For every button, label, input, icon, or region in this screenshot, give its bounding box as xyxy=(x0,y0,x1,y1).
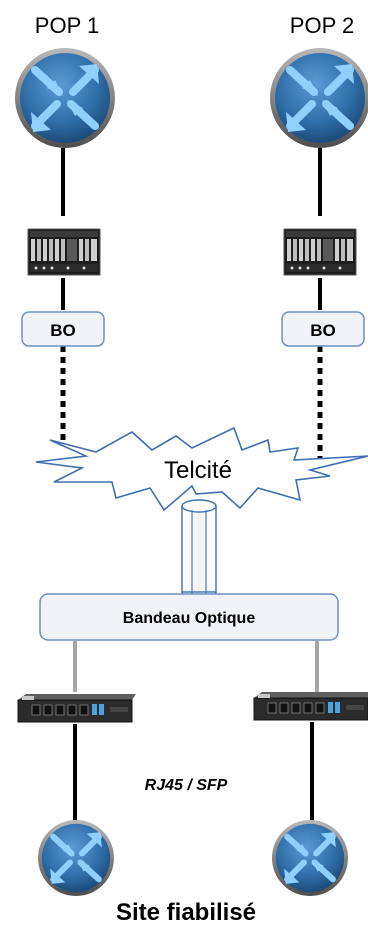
pop-2-router-icon xyxy=(270,48,368,148)
site-router-right-icon xyxy=(272,820,348,896)
pop-1-bo-box: BO xyxy=(21,311,105,347)
telcite-cloud-icon: Telcité xyxy=(35,426,368,512)
site-router-left-icon xyxy=(38,820,114,896)
pop-2-bo-label: BO xyxy=(310,321,336,340)
pop-1-chassis-icon xyxy=(27,228,101,276)
pop-1-label: POP 1 xyxy=(35,13,99,38)
fibre-cable-icon xyxy=(181,499,217,599)
left-cpe-switch-icon xyxy=(17,693,137,723)
pop-1-bo-label: BO xyxy=(50,321,76,340)
right-cpe-switch-icon xyxy=(253,691,368,721)
pop-2-bo-box: BO xyxy=(281,311,365,347)
bandeau-optique-panel: Bandeau Optique xyxy=(39,593,339,641)
cloud-label: Telcité xyxy=(164,457,232,484)
pop-2-label: POP 2 xyxy=(290,13,354,38)
pop-2-chassis-icon xyxy=(283,228,357,276)
pop-1-router-icon xyxy=(15,48,115,148)
panel-label: Bandeau Optique xyxy=(123,610,256,627)
site-footer-label: Site fiabilisé xyxy=(116,899,256,926)
link-type-label: RJ45 / SFP xyxy=(145,777,228,794)
